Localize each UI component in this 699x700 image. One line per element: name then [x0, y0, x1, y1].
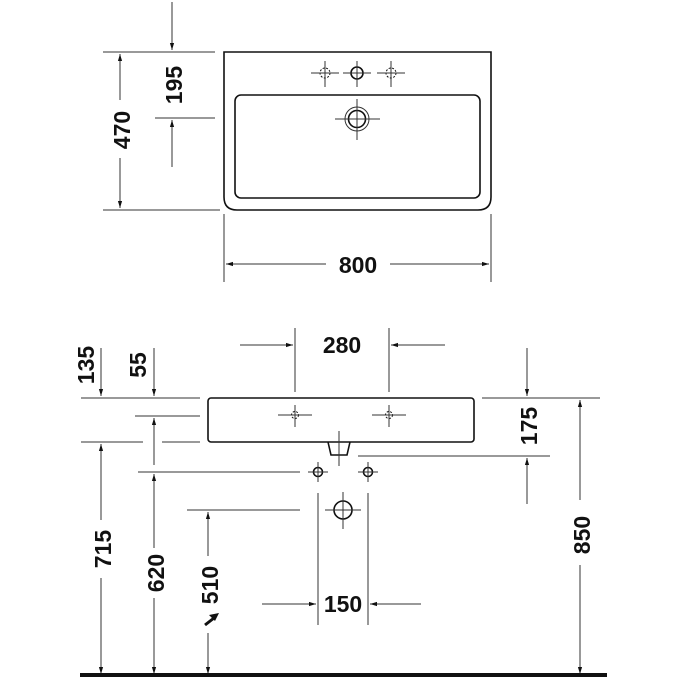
tap-hole-left-front-icon: [278, 405, 312, 427]
dim-supply-spacing: 150: [324, 591, 362, 617]
tap-hole-center-icon: [343, 61, 371, 87]
dim-floor-to-drain: 510: [197, 566, 223, 604]
supply-right-icon: [358, 462, 378, 482]
dim-tap-spacing: 280: [323, 332, 361, 358]
dim-top-to-waste: 135: [73, 346, 99, 385]
dim-floor-to-waste: 715: [90, 530, 116, 569]
drain-icon: [335, 99, 380, 140]
tap-hole-right-front-icon: [372, 405, 406, 427]
supply-left-icon: [308, 462, 328, 482]
dim-depth: 470: [109, 111, 135, 149]
basin-outline: [223, 51, 492, 211]
dim-tap-offset: 195: [161, 66, 187, 105]
drain-connection-icon: [325, 492, 361, 529]
basin-body: [207, 397, 475, 443]
dim-basin-height: 175: [516, 407, 542, 446]
dim-floor-to-supply: 620: [143, 554, 169, 592]
top-view: 470 195 800: [103, 2, 492, 282]
tap-hole-right-optional-icon: [377, 61, 405, 87]
pointer-arrow-icon: [204, 613, 219, 627]
front-view: 280 135 55 175 850 715 620: [73, 328, 607, 677]
dim-floor-to-top: 850: [569, 516, 595, 554]
dim-width: 800: [339, 252, 377, 278]
bowl-outline: [234, 94, 481, 199]
dim-top-to-supply: 55: [125, 352, 151, 378]
tap-hole-left-optional-icon: [311, 61, 339, 87]
